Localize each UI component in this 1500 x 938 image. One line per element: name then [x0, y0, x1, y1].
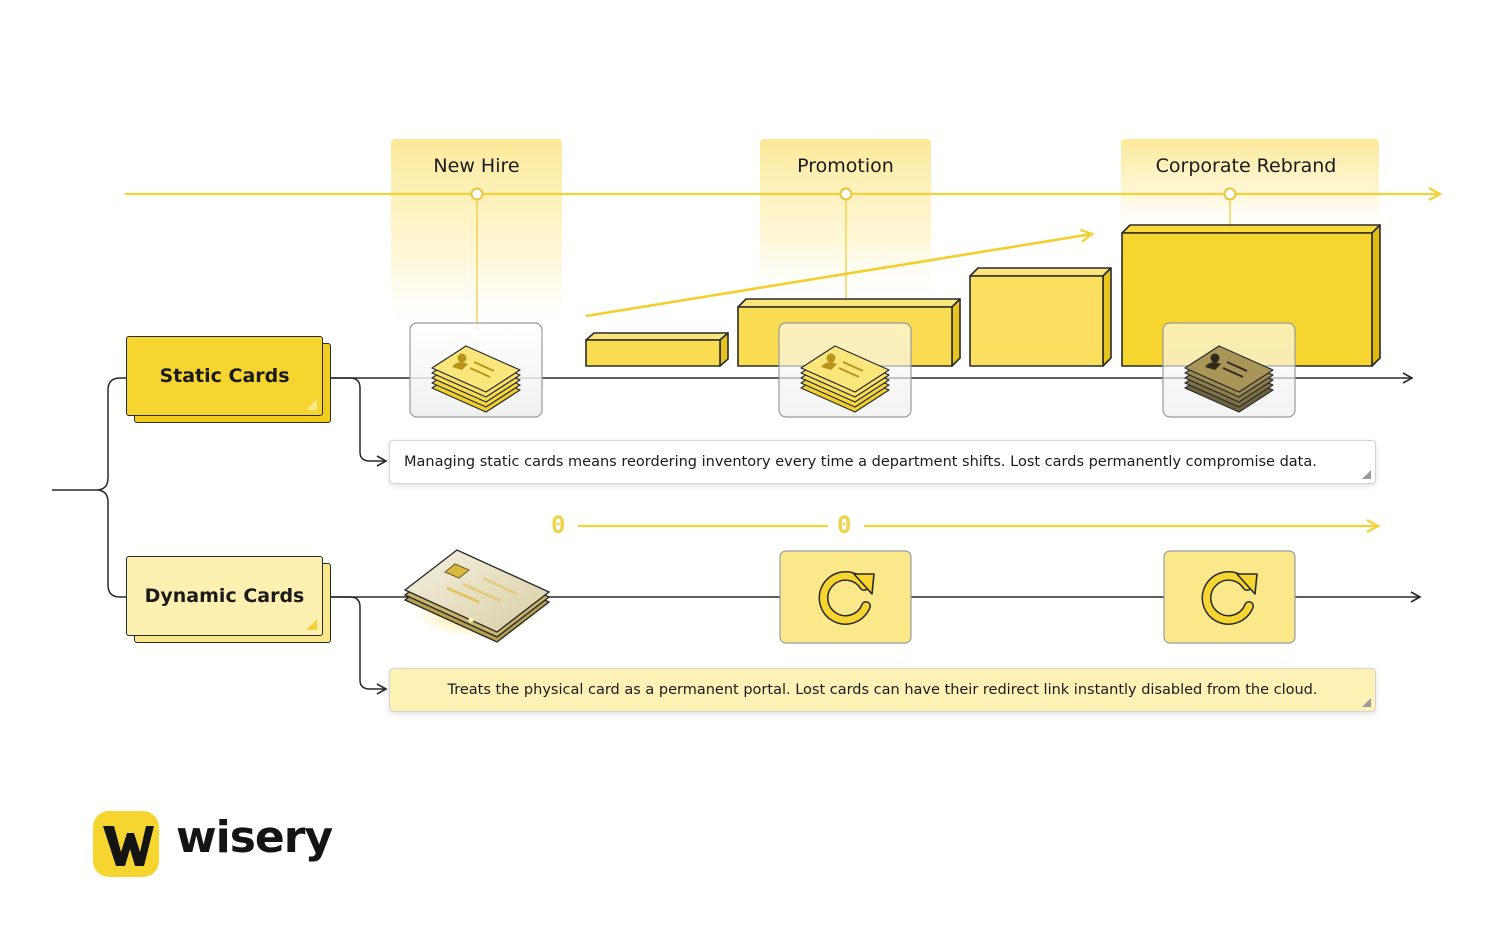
- dynamic-cards-label: Dynamic Cards: [144, 585, 305, 607]
- static-cards-label: Static Cards: [159, 365, 290, 387]
- cost-bar-3: [969, 267, 1112, 367]
- business-card-stack-icon: [800, 345, 890, 413]
- fold-corner-icon: [306, 399, 317, 410]
- brand-logo-mark: [93, 811, 159, 877]
- note-corner-icon: [1362, 470, 1371, 479]
- static-tile-3: [1162, 322, 1296, 418]
- static-card-tiles: [409, 322, 1296, 418]
- dynamic-note-connector: [330, 596, 388, 695]
- event-label-promotion: Promotion: [797, 155, 894, 177]
- event-label-new-hire: New Hire: [433, 155, 520, 177]
- static-tile-2: [778, 322, 912, 418]
- fold-corner-icon: [306, 619, 317, 630]
- dynamic-cards-note-text: Treats the physical card as a permanent …: [447, 682, 1318, 698]
- brand-wordmark: wisery: [176, 812, 333, 863]
- event-dot-promotion: [839, 187, 853, 201]
- refresh-tile-1: [779, 550, 912, 644]
- event-glow-corporate-rebrand: [1121, 139, 1379, 234]
- refresh-tiles: [779, 550, 1296, 644]
- static-note-connector: [330, 377, 388, 467]
- event-label-corporate-rebrand: Corporate Rebrand: [1155, 155, 1337, 177]
- refresh-icon: [818, 570, 875, 625]
- event-dot-new-hire: [470, 187, 484, 201]
- event-markers: [470, 187, 1237, 330]
- static-tile-1: [409, 322, 543, 418]
- branch-bracket: [52, 377, 128, 598]
- cost-bars: [585, 224, 1381, 367]
- refresh-icon: [1201, 570, 1258, 625]
- cost-bar-1: [585, 332, 729, 367]
- zero-cost-marker-2: 0: [837, 511, 852, 539]
- business-card-stack-icon: [431, 345, 521, 413]
- static-cards-note: Managing static cards means reordering i…: [389, 440, 1376, 484]
- smart-card-icon: [403, 549, 551, 643]
- static-cards-node[interactable]: Static Cards: [126, 336, 323, 416]
- note-corner-icon: [1362, 698, 1371, 707]
- dynamic-cards-node[interactable]: Dynamic Cards: [126, 556, 323, 636]
- zero-cost-marker-1: 0: [551, 511, 566, 539]
- event-dot-corporate-rebrand: [1223, 187, 1237, 201]
- refresh-tile-2: [1163, 550, 1296, 644]
- dynamic-cards-note: Treats the physical card as a permanent …: [389, 668, 1376, 712]
- business-card-stack-icon-dark: [1184, 345, 1274, 413]
- cost-trend-arrow: [585, 234, 1092, 318]
- static-cards-note-text: Managing static cards means reordering i…: [404, 454, 1317, 470]
